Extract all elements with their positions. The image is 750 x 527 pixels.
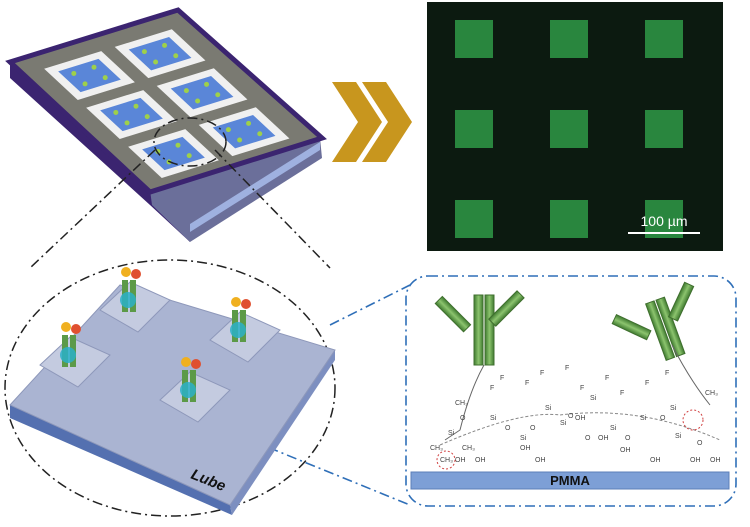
antibody-icon bbox=[434, 290, 525, 366]
fluorescent-spot bbox=[645, 110, 683, 148]
fluorescent-spot bbox=[550, 200, 588, 238]
fluorescent-spot bbox=[455, 110, 493, 148]
atom-label: OH bbox=[690, 457, 701, 464]
atom-label: Si bbox=[590, 395, 597, 402]
tray-side-front bbox=[150, 138, 322, 242]
tray-well bbox=[44, 51, 135, 100]
tray-well bbox=[198, 107, 290, 157]
fluorescent-spot bbox=[645, 200, 683, 238]
atom-label: F bbox=[565, 365, 569, 372]
spot bbox=[71, 70, 77, 76]
tray-well bbox=[114, 29, 206, 79]
spot bbox=[113, 109, 119, 115]
spot bbox=[153, 59, 159, 65]
antibody-icon bbox=[611, 281, 695, 361]
spot bbox=[183, 88, 189, 94]
plate-well bbox=[99, 267, 171, 333]
spot bbox=[144, 114, 150, 120]
zoom-guide-lines bbox=[4, 117, 336, 517]
spot bbox=[246, 120, 252, 126]
pmma-substrate bbox=[410, 471, 730, 490]
atom-label: F bbox=[525, 380, 529, 387]
atom-label: O bbox=[568, 413, 574, 420]
fluorescent-spot bbox=[550, 20, 588, 58]
spot bbox=[173, 53, 179, 59]
atom-label: OH bbox=[475, 457, 486, 464]
atom-label: O bbox=[530, 425, 536, 432]
atom-label: Si bbox=[675, 433, 682, 440]
atom-label: OH bbox=[598, 435, 609, 442]
spot bbox=[124, 120, 130, 126]
spot bbox=[186, 153, 192, 159]
spot bbox=[225, 127, 231, 133]
atom-label: CH₃ bbox=[705, 390, 718, 397]
atom-label: Si bbox=[448, 430, 455, 437]
atom-label: Si bbox=[640, 415, 647, 422]
atom-label: CH₃ bbox=[430, 445, 443, 452]
atom-label: OH bbox=[710, 457, 721, 464]
atom-label: F bbox=[620, 390, 624, 397]
atom-label: CH₃ bbox=[440, 457, 453, 464]
spot bbox=[102, 75, 108, 81]
tray-well bbox=[86, 90, 177, 139]
atom-label: F bbox=[540, 370, 544, 377]
atom-label: OH bbox=[575, 415, 586, 422]
chemistry-inset-frame bbox=[405, 275, 737, 507]
plate-well bbox=[159, 357, 231, 423]
spot bbox=[175, 142, 181, 148]
atom-label: OH bbox=[520, 445, 531, 452]
atom-label: O bbox=[625, 435, 631, 442]
atom-label: Si bbox=[490, 415, 497, 422]
well-grid bbox=[44, 29, 290, 178]
atom-label: O bbox=[460, 415, 466, 422]
atom-label: Si bbox=[560, 420, 567, 427]
atom-label: OH bbox=[620, 447, 631, 454]
spot bbox=[204, 81, 210, 87]
scale-bar-label: 100 µm bbox=[641, 213, 688, 229]
atom-label: F bbox=[580, 385, 584, 392]
atom-label: OH bbox=[455, 457, 466, 464]
fluorescence-micrograph: 100 µm bbox=[427, 2, 723, 251]
atom-label: F bbox=[665, 370, 669, 377]
atom-label: F bbox=[645, 380, 649, 387]
atom-label: O bbox=[505, 425, 511, 432]
atom-label: OH bbox=[535, 457, 546, 464]
spot bbox=[195, 98, 201, 104]
microarray-device bbox=[5, 7, 327, 242]
atom-label: F bbox=[605, 375, 609, 382]
fluorescent-spot bbox=[645, 20, 683, 58]
tray-well bbox=[156, 68, 248, 118]
atom-label: F bbox=[490, 385, 494, 392]
spot bbox=[215, 92, 221, 98]
pmma-label: PMMA bbox=[550, 473, 590, 488]
atom-label: O bbox=[585, 435, 591, 442]
atom-label: Si bbox=[545, 405, 552, 412]
lubricated-plate: Lube bbox=[9, 267, 336, 515]
spot bbox=[141, 49, 147, 55]
fluorescent-spot bbox=[455, 20, 493, 58]
spot bbox=[91, 64, 97, 70]
fluorescent-spot bbox=[550, 110, 588, 148]
atom-label: Si bbox=[610, 425, 617, 432]
spot bbox=[237, 137, 243, 143]
atom-label: F bbox=[500, 375, 504, 382]
arrow-chevron-icon bbox=[332, 82, 412, 162]
spot bbox=[82, 81, 88, 87]
atom-label: Si bbox=[670, 405, 677, 412]
fluorescent-spot bbox=[455, 200, 493, 238]
atom-label: CH₃ bbox=[455, 400, 468, 407]
atom-label: Si bbox=[520, 435, 527, 442]
plate-well bbox=[209, 297, 281, 363]
atom-label: CH₃ bbox=[462, 445, 475, 452]
atom-label: O bbox=[660, 415, 666, 422]
spot bbox=[133, 103, 139, 109]
atom-label: O bbox=[697, 440, 703, 447]
atom-label: OH bbox=[650, 457, 661, 464]
plate-well bbox=[39, 322, 111, 388]
spot bbox=[257, 131, 263, 137]
spot bbox=[162, 42, 168, 48]
